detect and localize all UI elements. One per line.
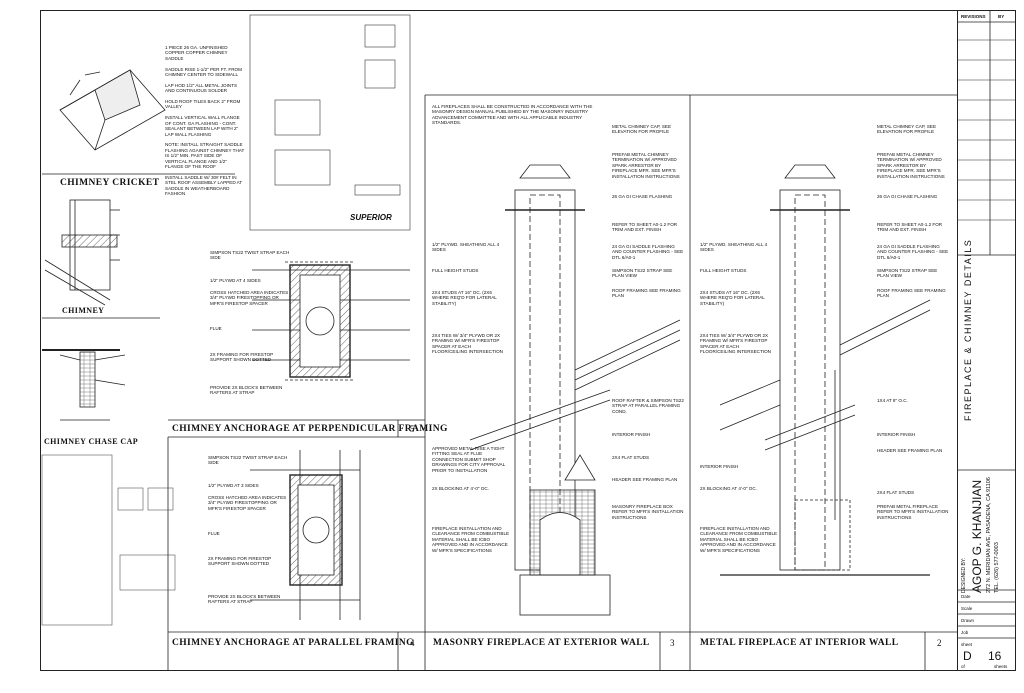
note-item: REFER TO SHEET A0-1.2 FOR TRIM AND EXT. … <box>612 222 678 233</box>
designer-label: DESIGNED BY: <box>961 557 967 593</box>
note-item: 2X FRAMING FOR FIRESTOP SUPPORT SHOWN DO… <box>210 352 274 363</box>
note-item: 2X4 STUDS AT 16" OC. (2X6 WHERE REQ'D FO… <box>700 290 765 306</box>
parallel-title: CHIMNEY ANCHORAGE AT PARALLEL FRAMING <box>172 638 414 648</box>
cricket-title: CHIMNEY CRICKET <box>60 178 160 188</box>
title-block: REVISIONS BY FIREPLACE & CHIMNEY DETAILS… <box>958 10 1016 671</box>
note-item: SIMPSON TS22 TWIST STRAP EACH SIDE <box>210 250 290 261</box>
sheet-label: sheet <box>961 642 973 647</box>
note-item: PREFAB METAL CHIMNEY TERMINATION W/ APPR… <box>877 152 945 179</box>
product-brand: SUPERIOR <box>350 213 392 222</box>
note-item: ROOF FRAMING SEE FRAMING PLAN <box>877 288 946 299</box>
note-item: 2X4 TIES W/ 3/4" PLYWD OR 2X FRAMING W/ … <box>700 333 771 355</box>
chase-cap-drawing <box>42 349 126 421</box>
note-item: SIMPSON TS22 STRAP SEE PLAN VIEW <box>612 268 673 279</box>
designer-address: 272 N. MERIDIAN AVE, PASADENA, CA 91106 <box>986 477 992 593</box>
note-item: 2X FRAMING FOR FIRESTOP SUPPORT SHOWN DO… <box>208 556 272 567</box>
date-label: Date <box>961 594 971 599</box>
note-item: 1/2" PLYWD. SHEATHING ALL 4 SIDES <box>700 242 768 253</box>
brochure-graphic <box>41 454 176 626</box>
revisions-label: REVISIONS <box>961 14 986 19</box>
metal-title: METAL FIREPLACE AT INTERIOR WALL <box>700 638 899 648</box>
note-item: FULL HEIGHT STUDS <box>432 268 479 273</box>
masonry-general-note: ALL FIREPLACES SHALL BE CONSTRUCTED IN A… <box>432 104 593 126</box>
note-item: FIREPLACE INSTALLATION AND CLEARANCE FRO… <box>700 526 778 553</box>
note-item: MASONRY FIREPLACE BOX REFER TO MFR'S INS… <box>612 504 684 520</box>
note-item: 2X4 STUDS AT 16" OC. (2X6 WHERE REQ'D FO… <box>432 290 497 306</box>
note-item: PREFAB METAL CHIMNEY TERMINATION W/ APPR… <box>612 152 680 179</box>
masonry-title: MASONRY FIREPLACE AT EXTERIOR WALL <box>433 638 650 648</box>
masonry-fireplace-drawing <box>469 164 681 616</box>
note-item: APPROVED METAL RISE A TIGHT FITTING SEAL… <box>432 446 506 473</box>
note-item: 24 GA GI SADDLE FLASHING AND COUNTER FLA… <box>612 244 684 260</box>
cricket-notes: 1 PIECE 26 GA. UNFINISHED COPPER COPPER … <box>165 45 245 196</box>
perpendicular-anchorage-drawing <box>252 261 410 381</box>
chase-cap-title: CHIMNEY CHASE CAP <box>44 437 139 446</box>
note-item: 2X BLOCKING AT 4'-0" OC. <box>432 486 489 491</box>
scale-label: Scale <box>961 606 973 611</box>
note-item: 1X4 AT 8" O.C. <box>877 398 908 403</box>
job-label: Job <box>961 630 969 635</box>
chimney-section-drawing <box>44 199 120 306</box>
parallel-number: 4 <box>410 638 415 648</box>
drawn-label: Drawn <box>961 618 975 623</box>
note-item: 2X4 TIES W/ 3/4" PLYWD OR 2X FRAMING W/ … <box>432 333 503 355</box>
note-item: 1/2" PLYWD. SHEATHING ALL 4 SIDES <box>432 242 500 253</box>
chimney-title: CHIMNEY <box>62 306 105 315</box>
note-item: FLUE <box>210 326 222 331</box>
note-item: FLUE <box>208 531 220 536</box>
note-item: 2X4 FLAT STUDS <box>877 490 915 495</box>
note-item: PROVIDE 2X BLOCK'S BETWEEN RAFTERS AT ST… <box>208 594 281 605</box>
note-item: 26 GA GI CHASE FLASHING <box>612 194 673 199</box>
note-item: ROOF FRAMING SEE FRAMING PLAN <box>612 288 681 299</box>
masonry-number: 3 <box>670 638 675 648</box>
note-item: PROVIDE 2X BLOCK'S BETWEEN RAFTERS AT ST… <box>210 385 283 396</box>
note-item: 2X4 FLAT STUDS <box>612 455 650 460</box>
note-item: INTERIOR FINISH <box>877 432 916 437</box>
metal-number: 2 <box>937 638 942 648</box>
product-sheet-graphic <box>249 14 411 231</box>
note-item: FULL HEIGHT STUDS <box>700 268 747 273</box>
note-item: INTERIOR FINISH <box>612 432 651 437</box>
note-item: 1/2" PLYWD AT 4 SIDES <box>210 278 261 283</box>
sheet-number: 16 <box>988 649 1002 663</box>
note-item: 1/2" PLYWD AT 3 SIDES <box>208 483 259 488</box>
note-item: 2X BLOCKING AT 4'-0" OC. <box>700 486 757 491</box>
note-item: INTERIOR FINISH <box>700 464 739 469</box>
note-item: 24 GA GI SADDLE FLASHING AND COUNTER FLA… <box>877 244 949 260</box>
note-item: METAL CHIMNEY CAP, SEE ELEVATION FOR PRO… <box>612 124 672 135</box>
metal-fireplace-drawing <box>719 164 931 576</box>
note-item: SIMPSON TS22 STRAP SEE PLAN VIEW <box>877 268 938 279</box>
note-item: CROSS HATCHED AREA INDICATES 3/4" PLYWD … <box>210 290 289 306</box>
note-item: REFER TO SHEET A0-1.2 FOR TRIM AND EXT. … <box>877 222 943 233</box>
note-item: FIREPLACE INSTALLATION AND CLEARANCE FRO… <box>432 526 510 553</box>
designer-name: AGOP G. KHANJIAN <box>970 479 984 593</box>
note-item: SIMPSON TS22 TWIST STRAP EACH SIDE <box>208 455 288 466</box>
note-item: METAL CHIMNEY CAP, SEE ELEVATION FOR PRO… <box>877 124 937 135</box>
parallel-anchorage-drawing <box>250 450 361 620</box>
designer-phone: TEL. (626) 577-0003 <box>994 542 1000 593</box>
cricket-drawing <box>59 69 166 151</box>
perpendicular-number: 5 <box>410 424 415 434</box>
of-label: of <box>961 664 965 669</box>
note-item: HEADER SEE FRAMING PLAN <box>877 448 943 453</box>
sheet-letter: D <box>963 649 972 663</box>
by-label: BY <box>998 14 1005 19</box>
perpendicular-title: CHIMNEY ANCHORAGE AT PERPENDICULAR FRAMI… <box>172 424 448 434</box>
sheet-title: FIREPLACE & CHIMNEY DETAILS <box>963 238 973 421</box>
drawing-sheet <box>40 10 958 671</box>
note-item: HEADER SEE FRAMING PLAN <box>612 477 678 482</box>
note-item: CROSS HATCHED AREA INDICATES 3/4" PLYWD … <box>208 495 287 511</box>
note-item: ROOF RAFTER & SIMPSON TS22 STRAP AT PARA… <box>612 398 684 414</box>
note-item: 26 GA GI CHASE FLASHING <box>877 194 938 199</box>
sheets-label: sheets <box>994 664 1008 669</box>
note-item: PREFAB METAL FIREPLACE REFER TO MFR'S IN… <box>877 504 949 520</box>
